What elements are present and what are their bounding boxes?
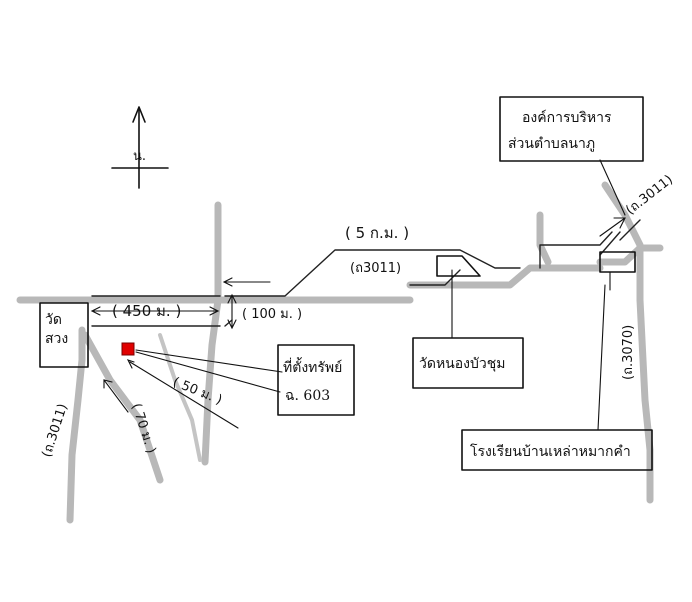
dimension-arrows [90, 217, 626, 413]
main-road-outline [91, 219, 641, 327]
label-distance-100m: ( 100 ม. ) [242, 307, 302, 322]
label-distance-70m: ( 70 ม. ) [128, 402, 158, 456]
north-label: น. [133, 149, 146, 164]
label-distance-450m: ( 450 ม. ) [112, 302, 181, 320]
label-road-3070: (ถ.3070) [621, 325, 636, 380]
label-distance-5km: ( 5 ก.ม. ) [345, 224, 409, 242]
north-arrow: น. [111, 106, 169, 189]
sao-box: องค์การบริหาร ส่วนตำบลนาภู [499, 96, 644, 162]
sao-line1: องค์การบริหาร [522, 109, 612, 126]
sao-line2: ส่วนตำบลนาภู [508, 136, 595, 152]
temple-center-label: วัดหนองบัวชุม [419, 356, 505, 372]
label-road-3011-left: (ถ.3011) [40, 402, 71, 459]
property-line2: ฉ. 603 [285, 388, 330, 404]
property-box: ที่ตั้งทรัพย์ ฉ. 603 [277, 344, 355, 416]
temple-left-box: วัด สวง [39, 302, 89, 368]
temple-left-line2: สวง [45, 331, 68, 347]
property-line1: ที่ตั้งทรัพย์ [283, 357, 342, 376]
temple-left-line1: วัด [45, 312, 62, 328]
temple-center-box: วัดหนองบัวชุม [412, 337, 524, 389]
temple-center-marker [436, 255, 481, 277]
property-marker [121, 342, 135, 356]
school-label: โรงเรียนบ้านเหล่าหมากคำ [470, 443, 631, 460]
school-box: โรงเรียนบ้านเหล่าหมากคำ [461, 429, 653, 471]
road-network [16, 181, 664, 524]
label-road-3011-top: (ถ3011) [350, 261, 401, 276]
label-road-3011-right: (ถ.3011) [623, 172, 676, 218]
pointer-lines [126, 159, 626, 431]
school-marker [599, 251, 636, 273]
